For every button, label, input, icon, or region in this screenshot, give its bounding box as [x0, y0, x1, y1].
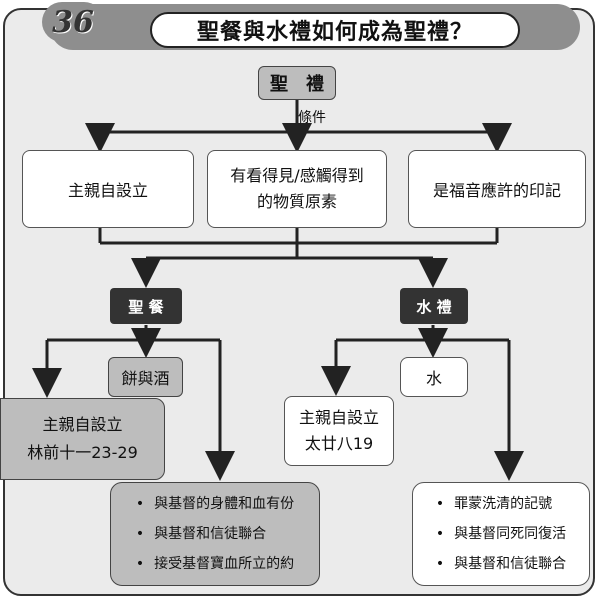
baptism-meanings-box: 罪蒙洗清的記號 與基督同死同復活 與基督和信徒聯合 [412, 482, 590, 586]
eucharist-meanings-list: 與基督的身體和血有份 與基督和信徒聯合 接受基督寶血所立的約 [136, 489, 294, 579]
baptism-scripture-ref: 太廿八19 [304, 434, 374, 453]
eucharist-meaning-item: 與基督的身體和血有份 [136, 489, 294, 519]
chapter-number-badge: 36 [42, 2, 104, 42]
page-title: 聖餐與水禮如何成為聖禮？ [150, 12, 520, 48]
condition-material-line2: 的物質原素 [256, 192, 337, 211]
baptism-meaning-item: 與基督同死同復活 [436, 519, 566, 549]
condition-material-line1: 有看得見/感觸得到 [230, 166, 364, 185]
eucharist-institution-line1: 主親自設立 [42, 415, 123, 434]
root-sacrament-box: 聖 禮 [258, 66, 336, 100]
condition-material-box: 有看得見/感觸得到 的物質原素 [207, 150, 387, 228]
baptism-title-box: 水 禮 [400, 288, 468, 324]
condition-promise-box: 是福音應許的印記 [408, 150, 586, 228]
title-banner: 聖餐與水禮如何成為聖禮？ [50, 4, 580, 50]
condition-instituted-text: 主親自設立 [67, 181, 148, 200]
condition-promise-text: 是福音應許的印記 [432, 181, 561, 200]
condition-label: 條件 [298, 110, 326, 126]
baptism-institution-box: 主親自設立 太廿八19 [284, 396, 394, 466]
eucharist-institution-box: 主親自設立 林前十一23-29 [0, 398, 165, 480]
baptism-meanings-list: 罪蒙洗清的記號 與基督同死同復活 與基督和信徒聯合 [436, 489, 566, 579]
baptism-element-box: 水 [400, 357, 468, 397]
eucharist-element-box: 餅與酒 [108, 357, 183, 397]
condition-instituted-box: 主親自設立 [22, 150, 194, 228]
eucharist-title-box: 聖 餐 [110, 288, 182, 324]
eucharist-scripture-ref: 林前十一23-29 [27, 443, 138, 462]
eucharist-meanings-box: 與基督的身體和血有份 與基督和信徒聯合 接受基督寶血所立的約 [110, 482, 320, 586]
eucharist-meaning-item: 接受基督寶血所立的約 [136, 549, 294, 579]
baptism-institution-line1: 主親自設立 [298, 408, 379, 427]
baptism-meaning-item: 罪蒙洗清的記號 [436, 489, 566, 519]
baptism-meaning-item: 與基督和信徒聯合 [436, 549, 566, 579]
eucharist-meaning-item: 與基督和信徒聯合 [136, 519, 294, 549]
